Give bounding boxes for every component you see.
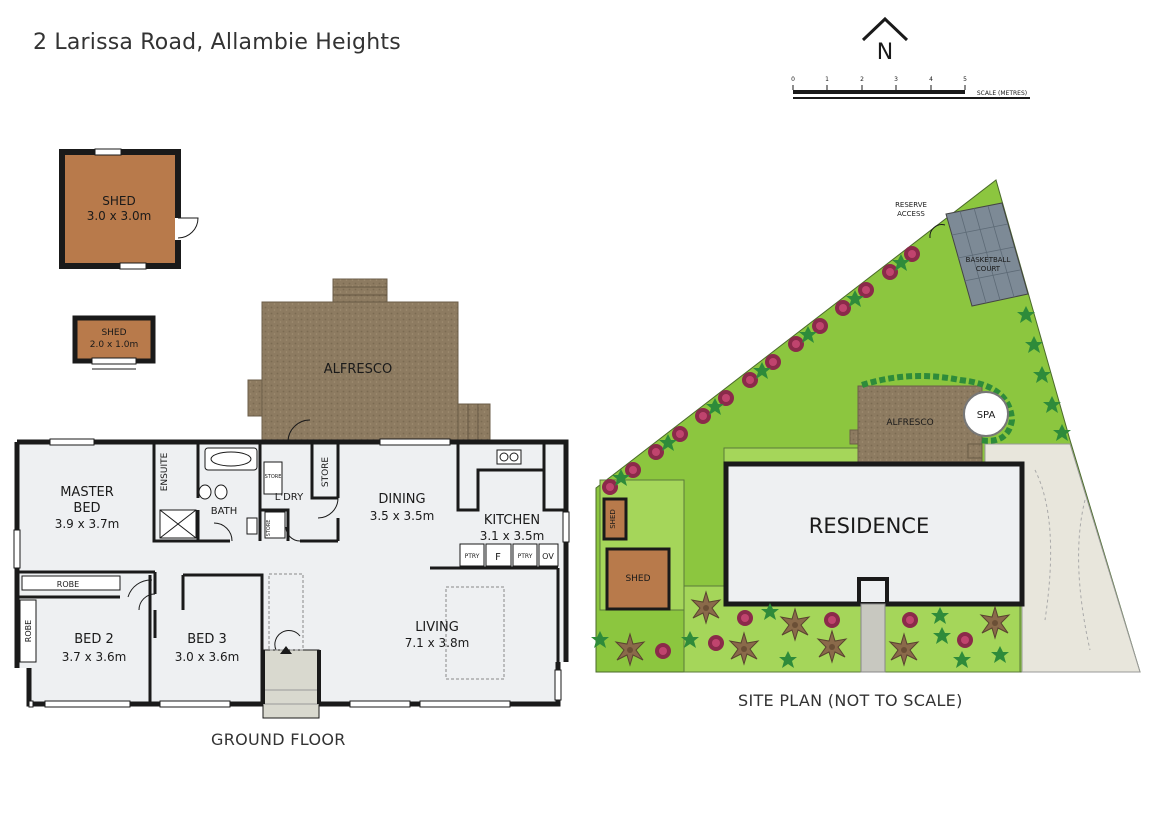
store-small-2-label: STORE bbox=[266, 520, 272, 537]
scale-tick: 0 bbox=[791, 76, 795, 83]
living-label: LIVING bbox=[415, 620, 459, 635]
shed-large-label: SHED bbox=[102, 194, 135, 208]
ensuite-label: ENSUITE bbox=[160, 452, 170, 491]
pantry-2-label: PTRY bbox=[518, 553, 533, 560]
fridge-label: F bbox=[495, 552, 501, 563]
site-alfresco-label: ALFRESCO bbox=[886, 418, 933, 428]
laundry-label: L'DRY bbox=[275, 492, 304, 503]
store-small-1-label: STORE bbox=[265, 474, 282, 480]
site-shed-small-label: SHED bbox=[609, 509, 617, 529]
spa bbox=[963, 391, 1009, 437]
ground-floor-caption: GROUND FLOOR bbox=[211, 730, 346, 749]
master-bed-label-1: MASTER bbox=[60, 485, 114, 500]
site-plan: BASKETBALL COURT RESERVE ACCESS ALFRESCO… bbox=[591, 179, 1141, 673]
bed3-label: BED 3 bbox=[187, 632, 227, 647]
scale-label: SCALE (METRES) bbox=[977, 90, 1027, 97]
store-label: STORE bbox=[321, 457, 331, 488]
scale-tick: 5 bbox=[963, 76, 967, 83]
residence-label: RESIDENCE bbox=[809, 514, 929, 538]
spa-label: SPA bbox=[977, 410, 996, 421]
kitchen-label: KITCHEN bbox=[484, 513, 540, 528]
scale-bar: 0 1 2 3 4 5 SCALE (METRES) bbox=[791, 76, 1030, 99]
master-bed-label-2: BED bbox=[73, 501, 100, 516]
scale-tick: 3 bbox=[894, 76, 898, 83]
site-plan-caption: SITE PLAN (NOT TO SCALE) bbox=[738, 691, 963, 710]
bed2-dims: 3.7 x 3.6m bbox=[62, 650, 127, 664]
scale-tick: 4 bbox=[929, 76, 933, 83]
shed-small-label: SHED bbox=[101, 328, 126, 338]
north-arrow-icon bbox=[861, 16, 909, 42]
reserve-access-label-2: ACCESS bbox=[897, 210, 925, 218]
ground-floor-plan: ROBE ROBE PTRY F PTRY OV bbox=[13, 419, 570, 719]
site-shed-small bbox=[602, 497, 628, 541]
master-bed-dims: 3.9 x 3.7m bbox=[55, 517, 120, 531]
shed-large: SHED 3.0 x 3.0m bbox=[59, 148, 199, 270]
robe-bed2-label: ROBE bbox=[24, 620, 33, 642]
dining-label: DINING bbox=[378, 492, 425, 507]
page-title: 2 Larissa Road, Allambie Heights bbox=[33, 30, 401, 55]
pantry-1-label: PTRY bbox=[465, 553, 480, 560]
reserve-access-label-1: RESERVE bbox=[895, 201, 927, 209]
bath-label: BATH bbox=[211, 506, 238, 517]
shed-large-dims: 3.0 x 3.0m bbox=[87, 209, 152, 223]
north-compass: N bbox=[861, 16, 909, 65]
oven-label: OV bbox=[542, 552, 554, 561]
dining-dims: 3.5 x 3.5m bbox=[370, 509, 435, 523]
site-alfresco bbox=[857, 385, 983, 463]
bed2-label: BED 2 bbox=[74, 632, 114, 647]
alfresco-area: ALFRESCO bbox=[247, 278, 491, 442]
scale-tick: 2 bbox=[860, 76, 864, 83]
living-dims: 7.1 x 3.8m bbox=[405, 636, 470, 650]
alfresco-label: ALFRESCO bbox=[324, 362, 392, 377]
kitchen-dims: 3.1 x 3.5m bbox=[480, 529, 545, 543]
basketball-label-2: COURT bbox=[976, 265, 1001, 273]
shed-small-dims: 2.0 x 1.0m bbox=[90, 340, 138, 350]
scale-tick: 1 bbox=[825, 76, 829, 83]
shed-small: SHED 2.0 x 1.0m bbox=[72, 315, 156, 370]
north-label: N bbox=[877, 40, 893, 65]
robe-master-label: ROBE bbox=[57, 580, 79, 589]
basketball-label-1: BASKETBALL bbox=[966, 256, 1011, 264]
site-shed-large bbox=[605, 547, 671, 611]
site-shed-large-label: SHED bbox=[625, 574, 650, 584]
bed3-dims: 3.0 x 3.6m bbox=[175, 650, 240, 664]
